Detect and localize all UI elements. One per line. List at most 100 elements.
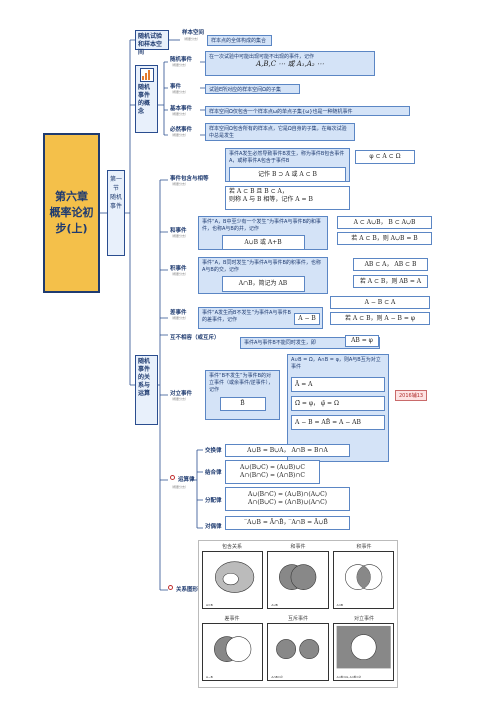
venn-caption-5: A∪B̄=Ω, A∩B̄=∅ [336, 675, 362, 679]
complement-formula-1: Ā = A [291, 377, 385, 392]
comm-label: 交换律 [205, 448, 222, 454]
venn-diagram-exclusive: A∩B=∅ [267, 623, 329, 681]
exclusive-desc: 事件A与事件B不能同时发生，即 [244, 340, 316, 346]
group-random-event-label: 随机事件的概念 [138, 84, 151, 115]
inclusion-formula: 记作 B ⊃ A 或 A ⊂ B [229, 167, 346, 182]
event-sublabel: （概要分支） [170, 90, 189, 94]
random-event-formula: A,B,C ⋯ 或 A₁,A₂ ⋯ [256, 60, 324, 68]
group-relations: 随机事件的关系与运算 [135, 355, 158, 425]
basic-event-sublabel: （概要分支） [170, 112, 189, 116]
dist-label: 分配律 [205, 498, 222, 504]
union-property-2: 若 A ⊂ B，则 A∪B = B [337, 232, 432, 245]
union-formula: A∪B 或 A+B [221, 235, 305, 250]
inclusion-null-formula: φ ⊂ A ⊂ Ω [355, 150, 415, 164]
difference-box: 事件“A发生而B不发生”为事件A与事件B的差事件，记作 [198, 307, 323, 329]
difference-formula: A − B [294, 313, 320, 325]
inclusion-box: 事件A发生必然导致事件B发生，称为事件B包含事件A，或称事件A包含于事件B 记作… [225, 148, 350, 182]
inclusion-equality-box: 若 A ⊂ B 且 B ⊂ A， 则称 A 与 B 相等，记作 A = B [225, 186, 350, 210]
comm-formula: A∪B = B∪A， A∩B = B∩A [225, 444, 350, 457]
sample-space-sublabel: （概要分支） [182, 37, 201, 41]
random-event-box: 在一次试验中可能出现可能不出现的事件，记作 A,B,C ⋯ 或 A₁,A₂ ⋯ [205, 51, 375, 76]
group-relations-label: 随机事件的关系与运算 [138, 358, 151, 397]
certain-event-sublabel: （概要分支） [170, 133, 189, 137]
section-node: 第一节 随机事件 [107, 170, 125, 256]
venn-target-icon [168, 585, 173, 590]
group-random-event: 随机事件的概念 [135, 65, 158, 133]
intersection-formula: A∩B，简记为 AB [221, 276, 305, 292]
random-event-desc: 在一次试验中可能出现可能不出现的事件，记作 [209, 54, 315, 60]
intersection-sublabel: （概要分支） [170, 272, 189, 276]
dist-formula-1: A∪(B∩C) = (A∪B)∩(A∪C) [247, 491, 328, 498]
difference-property-2: 若 A ⊂ B，则 A − B = φ [330, 312, 430, 325]
intersection-label: 积事件 [170, 266, 187, 272]
venn-diagram-intersection: A∩B [332, 551, 394, 609]
sample-space-desc: 样本点的全体构成的集合 [207, 35, 272, 46]
inclusion-equality-result: 则称 A 与 B 相等，记作 A = B [229, 196, 313, 203]
dual-formula: ̅A∪B = Ā∩B̄， ̅A∩B = Ā∪B̄ [225, 516, 350, 530]
inclusion-label: 事件包含与相等 [170, 176, 209, 182]
venn-diagram-complement: A∪B̄=Ω, A∩B̄=∅ [332, 623, 394, 681]
chapter-title-text: 第六章 概率论初步(上) [49, 190, 94, 235]
event-label: 事件 [170, 84, 182, 90]
chapter-title: 第六章 概率论初步(上) [43, 133, 100, 293]
event-desc: 试验E所对应的样本空间Ω的子集 [205, 84, 300, 94]
dist-box: A∪(B∩C) = (A∪B)∩(A∪C) A∩(B∪C) = (A∩B)∪(A… [225, 487, 350, 511]
union-sublabel: （概要分支） [170, 234, 189, 238]
ops-target-icon [170, 475, 175, 480]
section-title: 第一节 随机事件 [110, 176, 123, 210]
union-property-1: A ⊂ A∪B， B ⊂ A∪B [337, 216, 432, 229]
basic-event-desc: 样本空间Ω仅包含一个样本点ω的单点子集{ω}也是一种随机事件 [205, 106, 410, 116]
chart-icon [139, 68, 154, 82]
assoc-formula-1: A∪(B∪C) = (A∪B)∪C [240, 464, 305, 471]
complement-sublabel: （概要分支） [170, 397, 189, 401]
ops-label: 运算律 [178, 477, 195, 483]
certain-event-label: 必然事件 [170, 127, 193, 133]
venn-label: 关系图形 [176, 587, 199, 593]
dist-formula-2: A∩(B∪C) = (A∩B)∪(A∩C) [247, 499, 328, 506]
venn-caption-1: A∪B [271, 603, 278, 607]
exclusive-formula: AB = φ [345, 335, 379, 347]
dual-label: 对偶律 [205, 524, 222, 530]
random-event-label: 随机事件 [170, 57, 193, 63]
union-label: 和事件 [170, 228, 187, 234]
complement-desc: 事件“B不发生”为事件B的对立事件（或余事件/逆事件），记作 [209, 373, 274, 393]
venn-panel: 包含关系 和事件 积事件 A⊂B A∪B A∩B 差事件 互斥事件 对立事件 A… [198, 540, 398, 688]
venn-header-0: 包含关系 [221, 544, 242, 550]
difference-desc: 事件“A发生而B不发生”为事件A与事件B的差事件，记作 [202, 310, 291, 323]
exclusive-label: 互不相容（或互斥） [170, 335, 220, 341]
inclusion-desc: 事件A发生必然导致事件B发生，称为事件B包含事件A，或称事件A包含于事件B [229, 151, 345, 164]
intersection-property-1: AB ⊂ A， AB ⊂ B [353, 258, 428, 271]
complement-label: 对立事件 [170, 391, 193, 397]
intersection-property-2: 若 A ⊂ B，则 AB = A [353, 275, 428, 288]
complement-formula-2: Ω̄ = φ， φ̄ = Ω [291, 396, 385, 411]
union-box: 事件“A，B中至少有一个发生”为事件A与事件B的和事件，也称A与B的并，记作 A… [198, 216, 328, 250]
assoc-label: 结合律 [205, 470, 222, 476]
venn-caption-3: A−B [206, 675, 213, 679]
assoc-box: A∪(B∪C) = (A∪B)∪C A∩(B∩C) = (A∩B)∩C [225, 460, 320, 484]
certain-event-desc: 样本空间Ω包含所有的样本点，它是Ω自身的子集，在每次试验中总是发生 [205, 123, 355, 141]
ops-sublabel: （概要分支） [170, 485, 189, 489]
union-desc: 事件“A，B中至少有一个发生”为事件A与事件B的和事件，也称A与B的并，记作 [202, 219, 321, 232]
complement-box: 事件“B不发生”为事件B的对立事件（或余事件/逆事件），记作 B̄ [205, 370, 280, 420]
venn-caption-4: A∩B=∅ [271, 675, 283, 679]
inclusion-equality-cond: 若 A ⊂ B 且 B ⊂ A， [229, 188, 288, 195]
venn-header-2: 积事件 [356, 544, 372, 550]
basic-event-label: 基本事件 [170, 106, 193, 112]
venn-diagram-inclusion: A⊂B [202, 551, 264, 609]
sample-space-label: 样本空间 [182, 30, 205, 36]
random-event-sublabel: （概要分支） [170, 63, 189, 67]
intersection-desc: 事件“A，B同时发生”为事件A与事件B的积事件，也称A与B的交，记作 [202, 260, 321, 273]
venn-caption-0: A⊂B [206, 603, 213, 607]
exam-reference-tag: 2016辅13 [395, 390, 428, 401]
complement-formula-3: A − B = AB̄ = A − AB [291, 415, 385, 430]
venn-caption-2: A∩B [336, 603, 343, 607]
complement-condition: A∪B = Ω，A∩B = φ，则A与B互为对立事件 [291, 357, 381, 370]
difference-label: 差事件 [170, 310, 187, 316]
venn-header-4: 互斥事件 [287, 616, 308, 622]
venn-header-5: 对立事件 [353, 616, 374, 622]
group-sample-space: 随机试验和样本空间 [135, 30, 169, 56]
venn-header-1: 和事件 [290, 544, 306, 550]
intersection-box: 事件“A，B同时发生”为事件A与事件B的积事件，也称A与B的交，记作 A∩B，简… [198, 257, 328, 294]
inclusion-sublabel: （概要分支） [170, 182, 189, 186]
